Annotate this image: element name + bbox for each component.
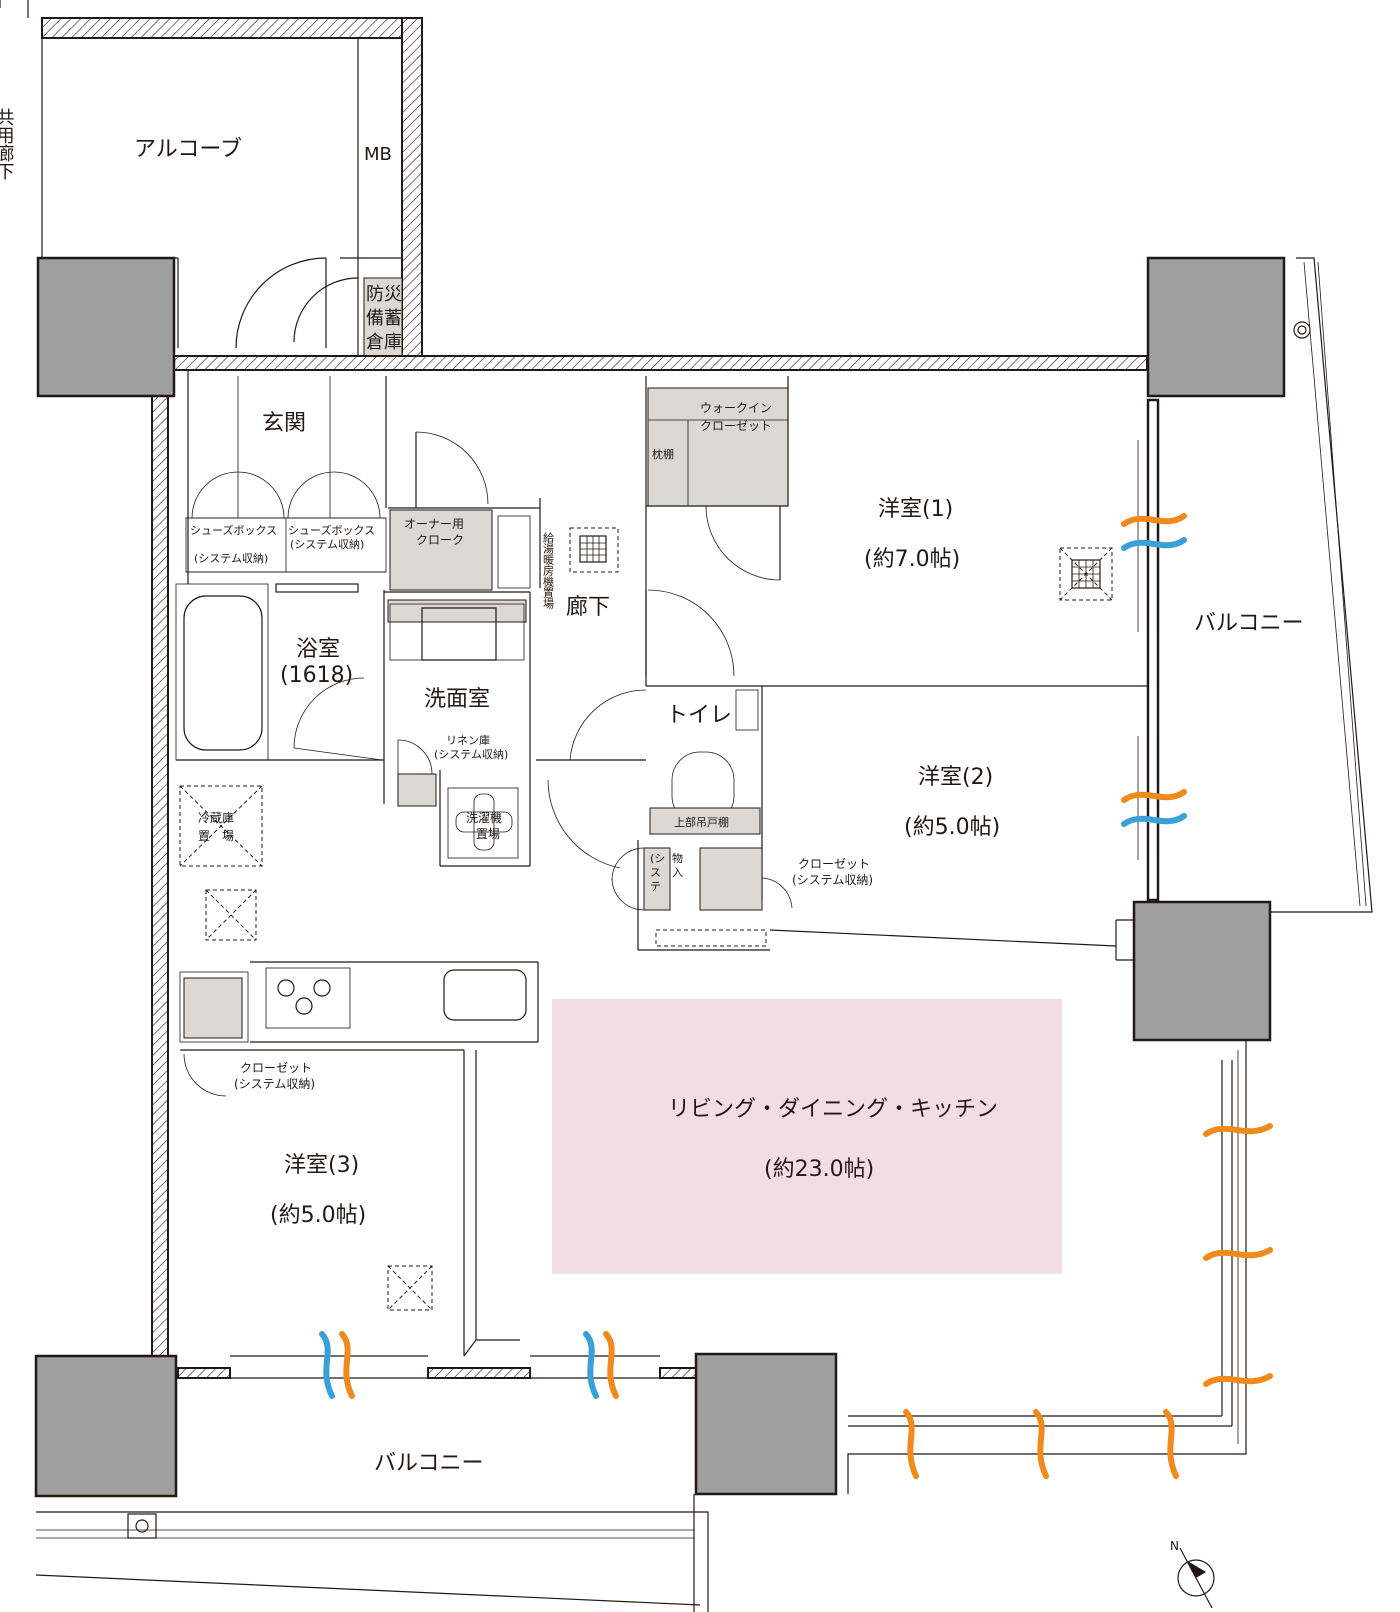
interior-walls: [175, 370, 1148, 1357]
shoe-box-2-label: シューズボックス: [288, 523, 375, 537]
vent-grid-icon: [579, 535, 607, 563]
room2-size-label: (約5.0帖): [904, 815, 1000, 840]
pillar: [34, 1354, 178, 1498]
toilet-shelf-label: 上部吊戸棚: [674, 815, 729, 829]
pillar: [1132, 900, 1272, 1042]
closet-r3-label-2: (システム収納): [234, 1077, 315, 1091]
common-corridor-label: 共用廊下: [0, 108, 15, 180]
storage-label-3: テ: [650, 880, 661, 893]
disaster-storage-label-1: 防災: [366, 284, 402, 305]
north-label: N: [1170, 1539, 1179, 1553]
balcony-right-label: バルコニー: [1194, 611, 1304, 636]
disaster-storage-label-2: 備蓄: [366, 308, 402, 329]
pillar: [1146, 256, 1286, 398]
walkin-label-1: ウォークイン: [700, 401, 772, 415]
fridge-label-1: 冷蔵庫: [198, 811, 234, 825]
room1-size-label: (約7.0帖): [864, 547, 960, 572]
storage-label-4: 物: [672, 851, 683, 865]
shoe-box-1-label: シューズボックス: [190, 523, 277, 537]
washer-label-1: 洗濯機: [466, 810, 502, 825]
bathroom-size-label: (1618): [280, 663, 353, 688]
water-heater-label: 給湯暖房機置場: [542, 531, 555, 610]
entrance-door-swing: [235, 257, 327, 349]
washroom-label: 洗面室: [424, 687, 490, 712]
ldk-label: リビング・ダイニング・キッチン: [668, 1097, 998, 1122]
alcove-label: アルコーブ: [134, 137, 242, 162]
owner-cloak-label-2: クローク: [416, 533, 464, 547]
balcony-right-outline: [847, 257, 1373, 1494]
ldk-size-label: (約23.0帖): [764, 1157, 874, 1182]
pillar: [694, 1352, 838, 1496]
balcony-bottom-label: バルコニー: [374, 1451, 484, 1476]
storage-label-5: 入: [672, 866, 683, 879]
room3-size-label: (約5.0帖): [270, 1203, 366, 1228]
closet-r3-label-1: クローゼット: [240, 1061, 312, 1075]
compass-icon: [1177, 1547, 1215, 1609]
mb-label: MB: [364, 144, 392, 165]
washer-label-2: 置場: [476, 827, 500, 841]
owner-cloak-label-1: オーナー用: [404, 517, 464, 531]
balcony-bottom-outline: [35, 1494, 709, 1612]
pillow-shelf-label: 枕棚: [652, 447, 674, 461]
bathroom-label: 浴室: [296, 637, 340, 662]
disaster-storage-label-3: 倉庫: [366, 332, 402, 353]
hallway-label: 廊下: [566, 595, 610, 620]
fridge-label-2: 置 場: [198, 829, 234, 843]
shoe-box-1-sub-label: (システム収納): [194, 552, 268, 565]
ldk-highlight: [552, 999, 1062, 1274]
linen-label-2: (システム収納): [434, 748, 508, 761]
room1-label: 洋室(1): [878, 497, 953, 522]
storage-label-1: (シ: [650, 852, 665, 865]
room2-label: 洋室(2): [918, 765, 993, 790]
room3-label: 洋室(3): [284, 1153, 359, 1178]
outer-walls: [151, 355, 1233, 1427]
wind-icon: [319, 513, 1273, 1479]
linen-label-1: リネン庫: [446, 733, 490, 747]
disaster-storage: [363, 277, 403, 357]
alcove-walls: [41, 17, 423, 359]
closet-r2-label-2: (システム収納): [792, 873, 873, 887]
storage-label-2: ス: [650, 866, 661, 879]
vent-grid-icon: [1071, 559, 1101, 589]
toilet-label: トイレ: [666, 703, 732, 728]
walkin-label-2: クローゼット: [700, 419, 772, 433]
pillar: [36, 256, 176, 398]
storage-door-swing: [293, 277, 359, 343]
shoe-box-2-sub-label: (システム収納): [290, 538, 364, 551]
closet-r2-label-1: クローゼット: [798, 857, 870, 871]
entrance-label: 玄関: [262, 411, 306, 436]
